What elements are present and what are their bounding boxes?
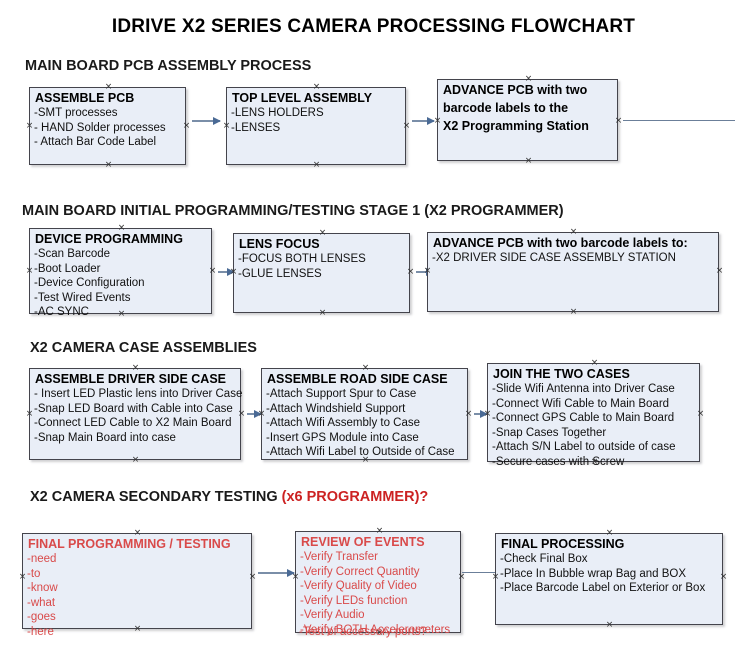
box-line: -Snap Cases Together xyxy=(492,426,607,439)
box-line: -Test Wired Events xyxy=(34,291,131,304)
box-line: -Boot Loader xyxy=(34,262,101,275)
box-title: LENS FOCUS xyxy=(239,237,320,251)
arrow-driver-side-to-road-side xyxy=(247,409,262,418)
connector-handle-bottom[interactable] xyxy=(318,309,327,318)
connector-handle-right[interactable] xyxy=(715,267,724,276)
section-heading-x2-camera-secondary-testing: X2 CAMERA SECONDARY TESTING (x6 PROGRAMM… xyxy=(30,489,428,505)
box-line: -Verify BOTH Accelerometers xyxy=(300,623,451,636)
section-heading-x2-camera-case-assemblies: X2 CAMERA CASE ASSEMBLIES xyxy=(30,340,257,356)
box-line: -LENSES xyxy=(231,121,281,134)
connector-handle-bottom[interactable] xyxy=(131,456,140,465)
box-line: -Verify Transfer xyxy=(300,551,378,563)
box-join-the-two-cases[interactable]: JOIN THE TWO CASES -Slide Wifi Antenna i… xyxy=(487,363,700,468)
box-top-level-assembly[interactable]: TOP LEVEL ASSEMBLY -LENS HOLDERS -LENSES xyxy=(226,87,406,165)
box-title: REVIEW OF EVENTS xyxy=(301,535,425,549)
box-line: -here xyxy=(27,625,54,638)
box-assemble-driver-side-case[interactable]: ASSEMBLE DRIVER SIDE CASE - Insert LED P… xyxy=(29,368,243,460)
box-line: -X2 DRIVER SIDE CASE ASSEMBLY STATION xyxy=(432,252,676,264)
box-title: ASSEMBLE ROAD SIDE CASE xyxy=(267,372,448,386)
box-title-line3: X2 Programming Station xyxy=(443,119,589,133)
section-heading-main-board-pcb-assembly: MAIN BOARD PCB ASSEMBLY PROCESS xyxy=(25,58,311,74)
box-line: - HAND Solder processes xyxy=(34,121,166,134)
box-line: -Attach Wifi Label to Outside of Case xyxy=(266,446,455,458)
box-line: -Scan Barcode xyxy=(34,248,111,260)
box-line: -Secure cases with Screw xyxy=(492,455,625,468)
box-device-programming[interactable]: DEVICE PROGRAMMING -Scan Barcode -Boot L… xyxy=(29,228,212,318)
box-line: -Verify Quality of Video xyxy=(300,580,417,592)
box-title: ASSEMBLE PCB xyxy=(35,91,135,105)
box-line: -Attach Wifi Assembly to Case xyxy=(266,417,421,429)
box-line: -Connect GPS Cable to Main Board xyxy=(492,412,675,424)
arrow-road-side-to-join-two-cases xyxy=(474,409,488,418)
line-review-of-events-to-final-processing xyxy=(462,572,495,573)
box-assemble-pcb[interactable]: ASSEMBLE PCB -SMT processes - HAND Solde… xyxy=(29,87,186,165)
box-title: ADVANCE PCB with two xyxy=(443,83,588,97)
box-advance-pcb-programming-station[interactable]: ADVANCE PCB with two barcode labels to t… xyxy=(437,79,618,161)
box-line: -what xyxy=(27,596,56,609)
box-title: FINAL PROGRAMMING / TESTING xyxy=(28,537,231,551)
box-line: -Check Final Box xyxy=(500,553,588,565)
box-line: -Connect Wifi Cable to Main Board xyxy=(492,397,670,410)
section-heading-text: X2 CAMERA CASE ASSEMBLIES xyxy=(30,340,257,356)
connector-handle-bottom[interactable] xyxy=(569,308,578,317)
arrow-assemble-pcb-to-top-level-assembly xyxy=(192,116,221,125)
box-line: -Verify Correct Quantity xyxy=(300,565,420,578)
box-line: -know xyxy=(27,582,58,594)
box-line: -Attach Support Spur to Case xyxy=(266,388,417,400)
box-lens-focus[interactable]: LENS FOCUS -FOCUS BOTH LENSES -GLUE LENS… xyxy=(233,233,410,313)
arrow-device-programming-to-lens-focus xyxy=(218,267,235,276)
box-title: ASSEMBLE DRIVER SIDE CASE xyxy=(35,372,227,386)
trailing-line-row1 xyxy=(623,120,735,121)
box-line: -GLUE LENSES xyxy=(238,267,322,280)
section-heading-accent: (x6 PROGRAMMER)? xyxy=(281,489,429,505)
box-title-line2: barcode labels to the xyxy=(443,101,569,115)
box-line: -goes xyxy=(27,611,56,623)
connector-handle-bottom[interactable] xyxy=(524,157,533,166)
box-line: -Attach S/N Label to outside of case xyxy=(492,441,676,453)
box-final-programming-testing[interactable]: FINAL PROGRAMMING / TESTING -need -to -k… xyxy=(22,533,252,638)
box-line: -Place In Bubble wrap Bag and BOX xyxy=(500,567,687,580)
section-heading-text: MAIN BOARD PCB ASSEMBLY PROCESS xyxy=(25,58,312,74)
box-title: DEVICE PROGRAMMING xyxy=(35,232,183,246)
box-line: -LENS HOLDERS xyxy=(231,107,324,119)
box-line: -Attach Windshield Support xyxy=(266,402,406,415)
box-line: - Insert LED Plastic lens into Driver Ca… xyxy=(34,388,243,400)
connector-handle-bottom[interactable] xyxy=(312,161,321,170)
box-final-processing[interactable]: FINAL PROCESSING -Check Final Box -Place… xyxy=(495,533,723,625)
box-line: -Insert GPS Module into Case xyxy=(266,431,419,444)
box-line: -FOCUS BOTH LENSES xyxy=(238,253,366,265)
box-assemble-road-side-case[interactable]: ASSEMBLE ROAD SIDE CASE -Attach Support … xyxy=(261,368,468,460)
page-title: IDRIVE X2 SERIES CAMERA PROCESSING FLOWC… xyxy=(111,16,636,37)
box-advance-pcb-driver-side-case[interactable]: ADVANCE PCB with two barcode labels to: … xyxy=(427,232,719,312)
section-heading-text: X2 CAMERA SECONDARY TESTING xyxy=(30,489,282,505)
box-line: -Slide Wifi Antenna into Driver Case xyxy=(492,383,675,395)
box-line: -Verify Audio xyxy=(300,609,365,621)
box-line: -Device Configuration xyxy=(34,277,145,289)
box-title: FINAL PROCESSING xyxy=(501,537,625,551)
arrow-top-level-assembly-to-advance-pcb xyxy=(412,116,435,125)
box-line: -Connect LED Cable to X2 Main Board xyxy=(34,417,232,429)
section-heading-text: MAIN BOARD INITIAL PROGRAMMING/TESTING S… xyxy=(22,203,564,219)
box-line: -Snap LED Board with Cable into Case xyxy=(34,402,233,415)
connector-handle-bottom[interactable] xyxy=(605,621,614,630)
box-line: -SMT processes xyxy=(34,107,118,119)
section-heading-main-board-initial-programming: MAIN BOARD INITIAL PROGRAMMING/TESTING S… xyxy=(22,203,564,219)
box-line: -need xyxy=(27,553,57,565)
box-line: -Place Barcode Label on Exterior or Box xyxy=(500,582,706,594)
box-title: TOP LEVEL ASSEMBLY xyxy=(232,91,373,105)
box-title: JOIN THE TWO CASES xyxy=(493,367,630,381)
box-line: -to xyxy=(27,567,41,580)
box-review-of-events[interactable]: REVIEW OF EVENTS -Verify Transfer -Verif… xyxy=(295,531,461,636)
connector-handle-bottom[interactable] xyxy=(104,161,113,170)
arrow-final-programming-to-review-of-events xyxy=(258,568,295,577)
box-title: ADVANCE PCB with two barcode labels to: xyxy=(433,236,688,250)
box-line: -AC SYNC xyxy=(34,306,89,318)
box-line: - Attach Bar Code Label xyxy=(34,136,157,148)
box-line: -Snap Main Board into case xyxy=(34,431,176,444)
box-line-overflow-review-of-events: -Test of accessory ports? xyxy=(299,626,427,638)
box-line: -Verify LEDs function xyxy=(300,594,408,607)
